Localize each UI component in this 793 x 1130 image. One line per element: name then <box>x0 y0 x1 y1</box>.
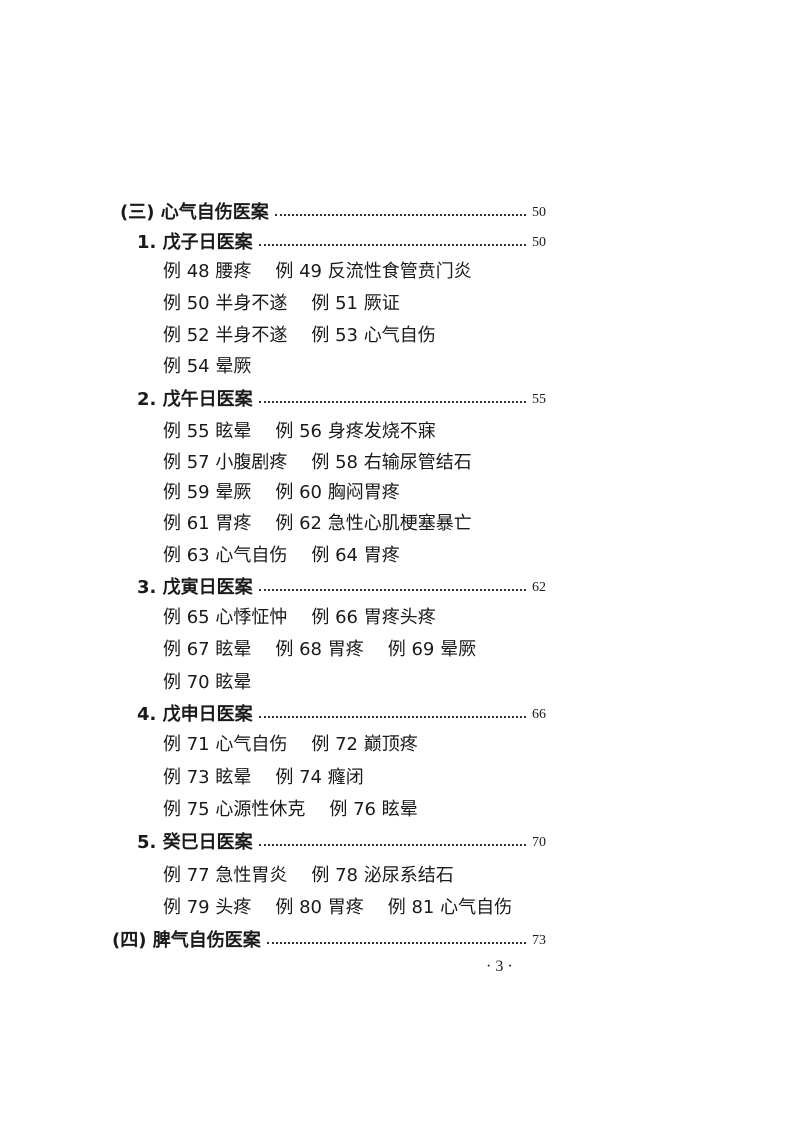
heading-label: (四) 脾气自伤医案 <box>112 930 261 951</box>
page-ref: 66 <box>532 707 546 722</box>
example-row: 例 57 小腹剧疼 例 58 右输尿管结石 <box>163 450 496 476</box>
example-row: 例 65 心悸怔忡 例 66 胃疼头疼 <box>163 605 460 631</box>
example-entry[interactable]: 例 58 右输尿管结石 <box>311 452 472 473</box>
heading-label: 1. 戊子日医案 <box>137 232 253 253</box>
example-entry[interactable]: 例 76 眩晕 <box>329 799 418 820</box>
example-entry[interactable]: 例 53 心气自伤 <box>311 325 436 346</box>
leader-dots <box>258 575 526 591</box>
example-entry[interactable]: 例 70 眩晕 <box>163 672 252 693</box>
example-row: 例 55 眩晕 例 56 身疼发烧不寐 <box>163 419 460 445</box>
page-ref: 73 <box>532 933 546 948</box>
example-entry[interactable]: 例 48 腰疼 <box>163 261 252 282</box>
example-row: 例 59 晕厥 例 60 胸闷胃疼 <box>163 480 424 506</box>
example-row: 例 61 胃疼 例 62 急性心肌梗塞暴亡 <box>163 511 496 537</box>
toc-heading[interactable]: 5. 癸巳日医案 70 <box>0 830 546 856</box>
example-entry[interactable]: 例 57 小腹剧疼 <box>163 452 288 473</box>
example-entry[interactable]: 例 66 胃疼头疼 <box>311 607 436 628</box>
heading-label: 2. 戊午日医案 <box>137 389 253 410</box>
example-row: 例 63 心气自伤 例 64 胃疼 <box>163 543 424 569</box>
example-entry[interactable]: 例 77 急性胃炎 <box>163 865 288 886</box>
example-entry[interactable]: 例 72 巅顶疼 <box>311 734 418 755</box>
example-entry[interactable]: 例 74 癃闭 <box>275 767 364 788</box>
example-entry[interactable]: 例 67 眩晕 <box>163 639 252 660</box>
example-entry[interactable]: 例 59 晕厥 <box>163 482 252 503</box>
example-entry[interactable]: 例 79 头疼 <box>163 897 252 918</box>
example-entry[interactable]: 例 75 心源性休克 <box>163 799 306 820</box>
example-row: 例 73 眩晕 例 74 癃闭 <box>163 765 388 791</box>
example-entry[interactable]: 例 50 半身不遂 <box>163 293 288 314</box>
example-entry[interactable]: 例 64 胃疼 <box>311 545 400 566</box>
example-entry[interactable]: 例 71 心气自伤 <box>163 734 288 755</box>
example-entry[interactable]: 例 51 厥证 <box>311 293 400 314</box>
example-entry[interactable]: 例 63 心气自伤 <box>163 545 288 566</box>
example-entry[interactable]: 例 49 反流性食管贲门炎 <box>275 261 472 282</box>
example-entry[interactable]: 例 62 急性心肌梗塞暴亡 <box>275 513 472 534</box>
example-entry[interactable]: 例 65 心悸怔忡 <box>163 607 288 628</box>
page-ref: 50 <box>532 205 546 220</box>
example-entry[interactable]: 例 56 身疼发烧不寐 <box>275 421 436 442</box>
example-entry[interactable]: 例 60 胸闷胃疼 <box>275 482 400 503</box>
example-entry[interactable]: 例 52 半身不遂 <box>163 325 288 346</box>
page-ref: 55 <box>532 392 546 407</box>
toc-heading[interactable]: 4. 戊申日医案 66 <box>0 702 546 728</box>
heading-label: 5. 癸巳日医案 <box>137 832 253 853</box>
heading-label: 4. 戊申日医案 <box>137 704 253 725</box>
example-entry[interactable]: 例 80 胃疼 <box>275 897 364 918</box>
leader-dots <box>274 200 526 216</box>
leader-dots <box>258 702 526 718</box>
example-entry[interactable]: 例 69 晕厥 <box>387 639 477 660</box>
example-row: 例 54 晕厥 <box>163 354 275 380</box>
leader-dots <box>258 230 526 246</box>
example-row: 例 75 心源性休克 例 76 眩晕 <box>163 797 442 823</box>
toc-heading[interactable]: 3. 戊寅日医案 62 <box>0 575 546 601</box>
toc-heading[interactable]: (四) 脾气自伤医案 73 <box>0 928 546 954</box>
example-entry[interactable]: 例 55 眩晕 <box>163 421 252 442</box>
leader-dots <box>266 928 526 944</box>
leader-dots <box>258 830 526 846</box>
example-row: 例 52 半身不遂 例 53 心气自伤 <box>163 323 460 349</box>
example-entry[interactable]: 例 61 胃疼 <box>163 513 252 534</box>
example-row: 例 77 急性胃炎 例 78 泌尿系结石 <box>163 863 478 889</box>
example-row: 例 71 心气自伤 例 72 巅顶疼 <box>163 732 442 758</box>
example-entry[interactable]: 例 68 胃疼 <box>275 639 364 660</box>
heading-label: (三) 心气自伤医案 <box>120 202 269 223</box>
toc-heading[interactable]: (三) 心气自伤医案 50 <box>0 200 546 226</box>
example-row: 例 48 腰疼 例 49 反流性食管贲门炎 <box>163 259 496 285</box>
heading-label: 3. 戊寅日医案 <box>137 577 253 598</box>
page-number: · 3 · <box>486 958 513 975</box>
page-ref: 50 <box>532 235 546 250</box>
example-entry[interactable]: 例 81 心气自伤 <box>387 897 513 918</box>
example-row: 例 79 头疼 例 80 胃疼 例 81 心气自伤 <box>163 895 536 921</box>
example-entry[interactable]: 例 78 泌尿系结石 <box>311 865 454 886</box>
example-row: 例 50 半身不遂 例 51 厥证 <box>163 291 424 317</box>
leader-dots <box>258 387 526 403</box>
example-entry[interactable]: 例 73 眩晕 <box>163 767 252 788</box>
page-ref: 70 <box>532 835 546 850</box>
toc-heading[interactable]: 2. 戊午日医案 55 <box>0 387 546 413</box>
toc-heading[interactable]: 1. 戊子日医案 50 <box>0 230 546 256</box>
example-row: 例 70 眩晕 <box>163 670 275 696</box>
example-row: 例 67 眩晕 例 68 胃疼 例 69 晕厥 <box>163 637 500 663</box>
example-entry[interactable]: 例 54 晕厥 <box>163 356 252 377</box>
page-ref: 62 <box>532 580 546 595</box>
